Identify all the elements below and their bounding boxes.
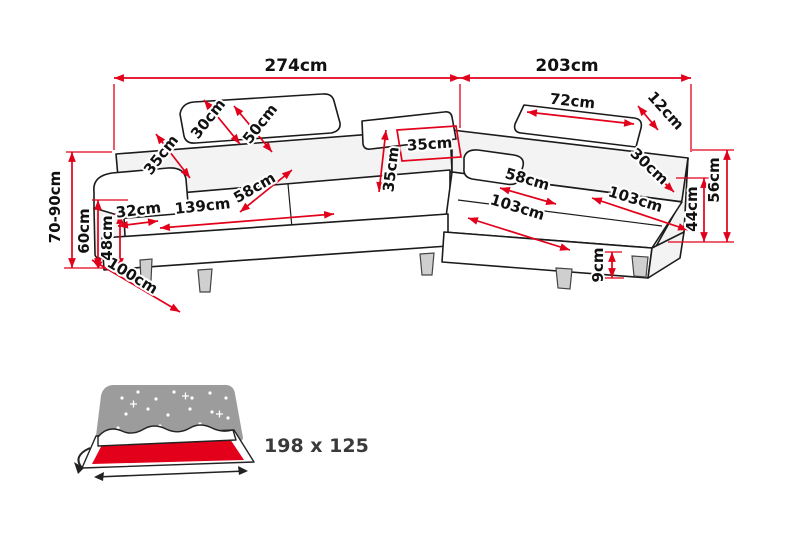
- dim-height-range: 70-90cm: [44, 151, 134, 269]
- dim-label-right-headrest-depth: 12cm: [644, 88, 688, 134]
- sofa-leg: [419, 252, 435, 276]
- sofa-lumbar-pillow: [463, 149, 525, 186]
- fold-out-arrowhead: [74, 462, 84, 474]
- dim-label-seat-height: 48cm: [98, 215, 116, 260]
- dim-label-height-range: 70-90cm: [46, 171, 64, 244]
- dim-overall-width-left: 274cm: [113, 54, 461, 150]
- width-arrowhead-right: [238, 466, 248, 475]
- dim-seat-height: 48cm: [96, 213, 152, 268]
- dim-right-headrest-depth: 12cm: [637, 86, 690, 136]
- dim-label-leg-height: 9cm: [589, 248, 607, 283]
- sofa-bed-icon: 198 x 125: [74, 384, 371, 481]
- dim-label-armrest-height: 60cm: [75, 208, 93, 253]
- dim-label-chaise-seat-height: 44cm: [683, 186, 701, 231]
- dim-label-corner-width: 35cm: [406, 133, 453, 154]
- dim-leg-height: 9cm: [587, 246, 624, 284]
- star-sparkles: [130, 392, 223, 418]
- dim-label-overall-width-left: 274cm: [264, 56, 327, 76]
- sofa-leg: [631, 255, 649, 278]
- dim-armrest-height: 60cm: [73, 199, 128, 268]
- dim-overall-width-right: 203cm: [460, 54, 692, 152]
- bed-blanket: [97, 424, 237, 447]
- width-arrowhead-left: [94, 472, 104, 481]
- dim-chaise-seat-height: 44cm: [676, 177, 712, 242]
- dim-label-right-back-height: 56cm: [705, 157, 723, 202]
- bed-size-label: 198 x 125: [264, 435, 369, 457]
- sofa-leg: [555, 267, 573, 290]
- dim-right-back-height: 56cm: [668, 149, 734, 243]
- width-arrow-line: [95, 470, 247, 478]
- dim-label-overall-width-right: 203cm: [535, 56, 598, 76]
- sofa-chaise-front-side: [647, 231, 685, 279]
- sofa-leg: [197, 268, 213, 293]
